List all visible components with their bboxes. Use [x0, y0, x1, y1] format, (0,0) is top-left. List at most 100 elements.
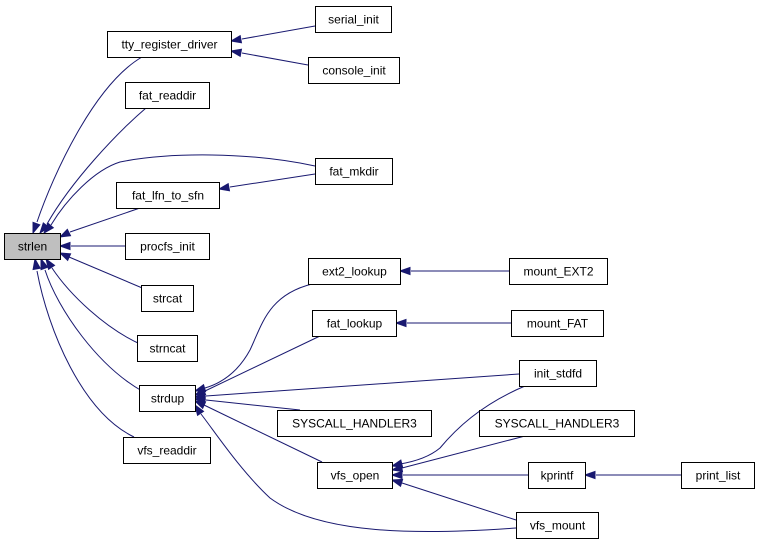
node-box[interactable]	[125, 233, 210, 260]
edge-line	[205, 399, 301, 411]
arrowhead-icon	[390, 478, 404, 488]
edge-fat_lookup-to-strdup	[193, 335, 321, 396]
node-box[interactable]	[139, 385, 196, 412]
node-box[interactable]	[137, 335, 198, 362]
node-tty-register-driver[interactable]: tty_register_driver	[107, 31, 232, 58]
edge-kprintf-to-vfs_open	[390, 470, 528, 480]
node-box[interactable]	[107, 31, 232, 58]
arrowhead-icon	[32, 257, 41, 271]
node-label: init_stdfd	[534, 367, 582, 381]
node-mount-EXT2[interactable]: mount_EXT2	[509, 258, 608, 285]
node-syscall-handler3-a[interactable]: SYSCALL_HANDLER3	[277, 410, 432, 437]
node-box[interactable]	[116, 182, 220, 209]
edge-line	[241, 25, 316, 40]
node-vfs-open[interactable]: vfs_open	[317, 462, 393, 489]
arrowhead-icon	[193, 400, 207, 410]
arrowhead-icon	[394, 318, 407, 328]
node-print-list[interactable]: print_list	[681, 462, 755, 489]
node-ext2-lookup[interactable]: ext2_lookup	[308, 258, 401, 285]
edge-line	[69, 207, 141, 233]
arrowhead-icon	[217, 182, 231, 192]
arrowhead-icon	[390, 463, 404, 473]
nodes-layer: strlen tty_register_driver serial_initcons…	[4, 6, 755, 539]
edge-line	[401, 482, 517, 521]
arrowhead-icon	[32, 221, 41, 235]
node-strdup[interactable]: strdup	[139, 385, 196, 412]
node-label: fat_mkdir	[329, 165, 378, 179]
node-label: strdup	[151, 392, 185, 406]
node-vfs-mount[interactable]: vfs_mount	[516, 512, 599, 539]
node-box[interactable]	[308, 258, 401, 285]
node-kprintf[interactable]: kprintf	[528, 462, 586, 489]
node-box[interactable]	[277, 410, 432, 437]
edge-line	[50, 154, 316, 226]
node-box[interactable]	[123, 437, 211, 464]
arrowhead-icon	[194, 403, 205, 417]
edge-line	[401, 435, 526, 469]
edge-fat_readdir-to-strlen	[39, 107, 147, 235]
node-label: fat_readdir	[139, 89, 196, 103]
edge-vfs_readdir-to-strlen	[32, 257, 135, 438]
node-strcat[interactable]: strcat	[141, 285, 194, 312]
edge-line	[44, 269, 143, 392]
edge-line	[36, 270, 135, 438]
node-label: strlen	[18, 240, 47, 254]
edge-print_list-to-kprintf	[583, 470, 681, 480]
node-box[interactable]	[308, 57, 400, 84]
node-box[interactable]	[315, 6, 392, 33]
arrowhead-icon	[398, 266, 411, 276]
node-box[interactable]	[509, 258, 608, 285]
node-box[interactable]	[312, 310, 397, 337]
node-label: SYSCALL_HANDLER3	[292, 417, 417, 431]
node-box[interactable]	[125, 82, 210, 109]
arrowhead-icon	[58, 252, 72, 262]
arrowhead-icon	[58, 241, 71, 251]
node-fat-mkdir[interactable]: fat_mkdir	[315, 158, 393, 185]
arrowhead-icon	[229, 48, 243, 58]
arrowhead-icon	[390, 470, 403, 480]
node-init-stdfd[interactable]: init_stdfd	[519, 360, 597, 387]
node-label: mount_EXT2	[523, 265, 593, 279]
edge-line	[204, 335, 321, 392]
node-box[interactable]	[528, 462, 586, 489]
node-vfs-readdir[interactable]: vfs_readdir	[123, 437, 211, 464]
arrowhead-icon	[58, 228, 72, 238]
edge-line	[68, 256, 148, 291]
node-label: fat_lfn_to_sfn	[132, 189, 204, 203]
node-box[interactable]	[519, 360, 597, 387]
node-serial-init[interactable]: serial_init	[315, 6, 392, 33]
edge-fat_mkdir-to-fat_lfn_to_sfn	[217, 173, 316, 192]
node-strlen[interactable]: strlen	[4, 233, 61, 260]
edge-procfs_init-to-strlen	[58, 241, 125, 251]
node-mount-FAT[interactable]: mount_FAT	[511, 310, 604, 337]
node-fat-readdir[interactable]: fat_readdir	[125, 82, 210, 109]
arrowhead-icon	[43, 222, 55, 235]
arrowhead-icon	[583, 470, 596, 480]
node-box[interactable]	[315, 158, 393, 185]
arrowhead-icon	[229, 34, 243, 44]
node-box[interactable]	[479, 410, 635, 437]
node-label: console_init	[322, 64, 386, 78]
node-box[interactable]	[4, 233, 61, 260]
edges-layer	[32, 25, 681, 533]
node-label: mount_FAT	[527, 317, 589, 331]
node-label: print_list	[696, 469, 741, 483]
node-console-init[interactable]: console_init	[308, 57, 400, 84]
edge-vfs_open-to-strdup	[193, 400, 323, 463]
node-box[interactable]	[516, 512, 599, 539]
node-fat-lookup[interactable]: fat_lookup	[312, 310, 397, 337]
edge-line	[241, 52, 309, 66]
edge-line	[229, 173, 316, 188]
node-label: kprintf	[541, 469, 574, 483]
node-box[interactable]	[141, 285, 194, 312]
node-box[interactable]	[317, 462, 393, 489]
node-procfs-init[interactable]: procfs_init	[125, 233, 210, 260]
node-strncat[interactable]: strncat	[137, 335, 198, 362]
edge-line	[203, 404, 323, 463]
node-label: vfs_mount	[530, 519, 586, 533]
node-fat-lfn-to-sfn[interactable]: fat_lfn_to_sfn	[116, 182, 220, 209]
edge-ext2_lookup-to-strdup	[193, 283, 313, 393]
node-box[interactable]	[511, 310, 604, 337]
node-box[interactable]	[681, 462, 755, 489]
node-syscall-handler3-b[interactable]: SYSCALL_HANDLER3	[479, 410, 635, 437]
